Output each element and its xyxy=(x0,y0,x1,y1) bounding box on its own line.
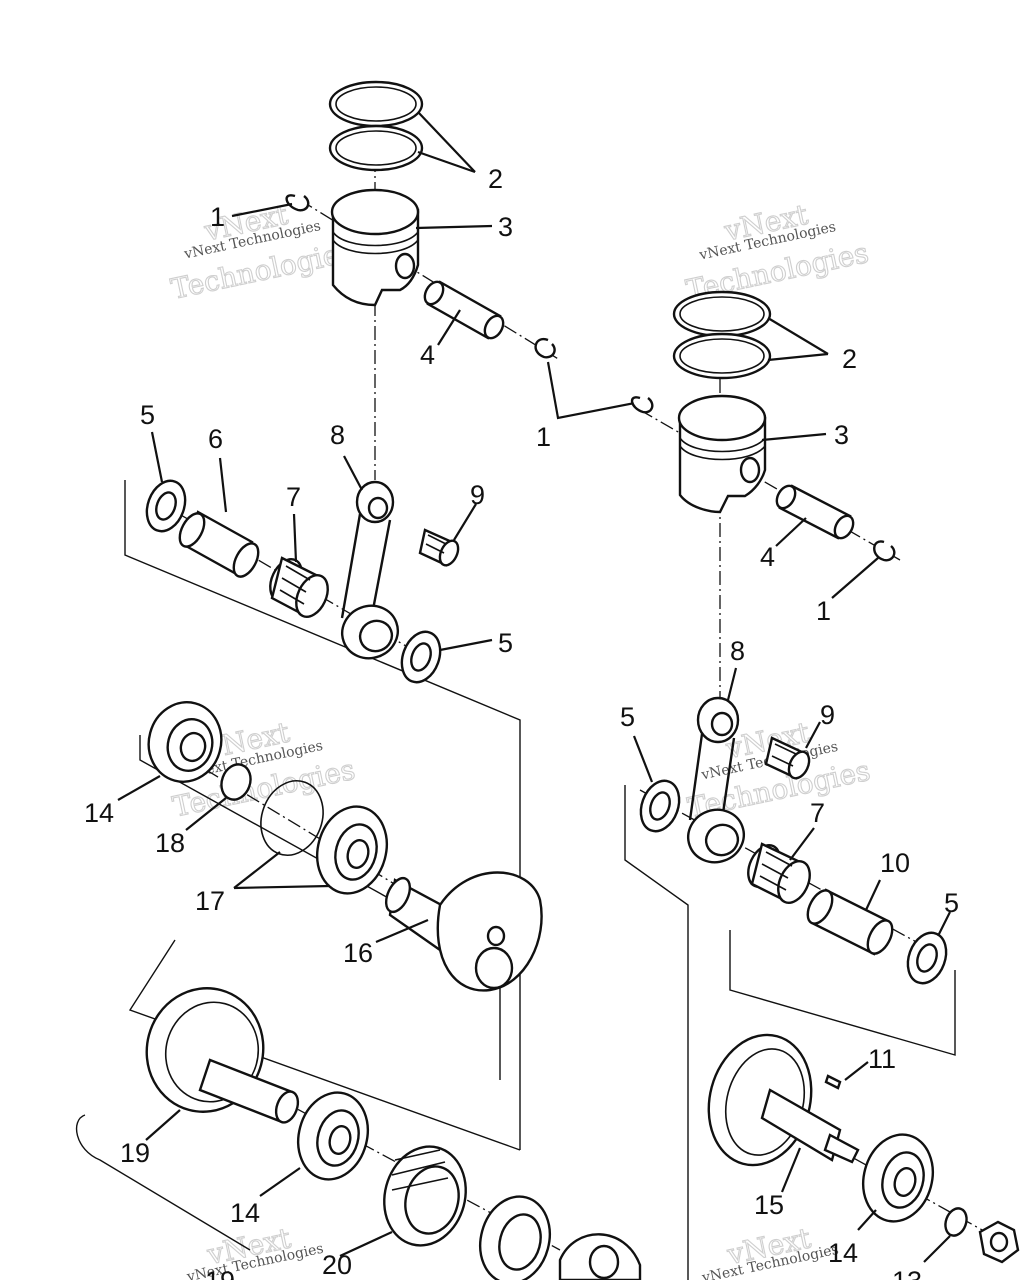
needle-bearing-icon xyxy=(418,528,460,567)
callout-19: 19 xyxy=(205,1266,235,1280)
callout-20: 20 xyxy=(322,1250,352,1280)
washer-icon xyxy=(944,1207,968,1237)
callout-16: 16 xyxy=(343,938,373,968)
thrust-washer-icon xyxy=(400,630,442,684)
connecting-rod-icon xyxy=(687,696,745,864)
woodruff-key-icon xyxy=(824,1074,842,1090)
crank-half-icon xyxy=(558,1233,642,1280)
callout-2: 2 xyxy=(488,164,503,194)
piston-icon xyxy=(330,188,420,307)
callout-1: 1 xyxy=(816,596,831,626)
callout-5: 5 xyxy=(140,400,155,430)
piston-ring-icon xyxy=(328,124,424,172)
piston-icon xyxy=(677,394,767,514)
callout-9: 9 xyxy=(820,700,835,730)
crank-half-icon xyxy=(707,1033,860,1167)
group-bracket-right-lower xyxy=(729,930,956,1056)
piston-ring-icon xyxy=(672,290,772,338)
group-bracket-right xyxy=(624,785,689,1280)
circlip-icon xyxy=(873,540,896,562)
leader-lines xyxy=(117,111,951,1263)
watermark-top-left: vNext vNext Technologies Technologies xyxy=(168,197,357,306)
nut-icon xyxy=(978,1220,1020,1264)
group-bracket-bottom-left xyxy=(75,1114,251,1251)
callout-7: 7 xyxy=(286,482,301,512)
crank-pin-icon xyxy=(806,888,894,956)
thrust-washer-icon xyxy=(639,779,681,833)
wrist-pin-icon xyxy=(775,484,855,540)
wrist-pin-icon xyxy=(423,280,505,340)
callout-17: 17 xyxy=(195,886,225,916)
callout-14: 14 xyxy=(230,1198,260,1228)
needle-bearing-icon xyxy=(764,736,811,780)
callout-18: 18 xyxy=(155,828,185,858)
callout-8: 8 xyxy=(730,636,745,666)
group-bracket-lower xyxy=(128,939,521,1151)
callout-1: 1 xyxy=(536,422,551,452)
callout-14: 14 xyxy=(828,1238,858,1268)
callout-8: 8 xyxy=(330,420,345,450)
circlip-icon xyxy=(630,396,654,414)
ball-bearing-icon xyxy=(147,701,223,783)
piston-ring-icon xyxy=(672,332,772,380)
callout-6: 6 xyxy=(208,424,223,454)
callout-13: 13 xyxy=(892,1266,922,1280)
callout-15: 15 xyxy=(754,1190,784,1220)
callout-3: 3 xyxy=(498,212,513,242)
watermark-bottom-right: vNext vNext Technologies xyxy=(700,1221,840,1280)
ball-bearing-icon xyxy=(862,1133,934,1223)
ball-bearing-icon xyxy=(297,1091,369,1181)
callout-4: 4 xyxy=(760,542,775,572)
callout-10: 10 xyxy=(880,848,910,878)
callout-9: 9 xyxy=(470,480,485,510)
callout-1: 1 xyxy=(210,202,225,232)
callout-4: 4 xyxy=(420,340,435,370)
callout-numbers: 1 2 3 4 1 2 3 4 1 5 6 7 8 9 5 8 5 9 7 10… xyxy=(84,164,959,1280)
crank-half-icon xyxy=(145,987,300,1124)
thrust-washer-icon xyxy=(145,479,187,533)
callout-11: 11 xyxy=(868,1044,896,1074)
connecting-rod-icon xyxy=(340,480,399,660)
watermark-top-right: vNext vNext Technologies Technologies xyxy=(683,197,872,307)
circlip-icon xyxy=(285,194,310,212)
callout-14: 14 xyxy=(84,798,114,828)
thrust-washer-icon xyxy=(906,931,948,985)
needle-bearing-icon xyxy=(747,842,811,904)
callout-7: 7 xyxy=(810,798,825,828)
lead-line xyxy=(546,361,641,420)
callout-19: 19 xyxy=(120,1138,150,1168)
piston-ring-icon xyxy=(328,80,424,128)
snap-ring-icon xyxy=(220,763,252,801)
callout-3: 3 xyxy=(834,420,849,450)
needle-bearing-icon xyxy=(269,556,329,618)
seal-icon xyxy=(383,1145,467,1247)
callout-5: 5 xyxy=(620,702,635,732)
ball-bearing-icon xyxy=(479,1195,551,1280)
callout-2: 2 xyxy=(842,344,857,374)
circlip-icon xyxy=(534,337,556,359)
crank-half-icon xyxy=(384,871,543,992)
ball-bearing-icon xyxy=(316,805,388,895)
callout-5: 5 xyxy=(944,888,959,918)
crank-pin-icon xyxy=(178,510,260,578)
callout-5: 5 xyxy=(498,628,513,658)
